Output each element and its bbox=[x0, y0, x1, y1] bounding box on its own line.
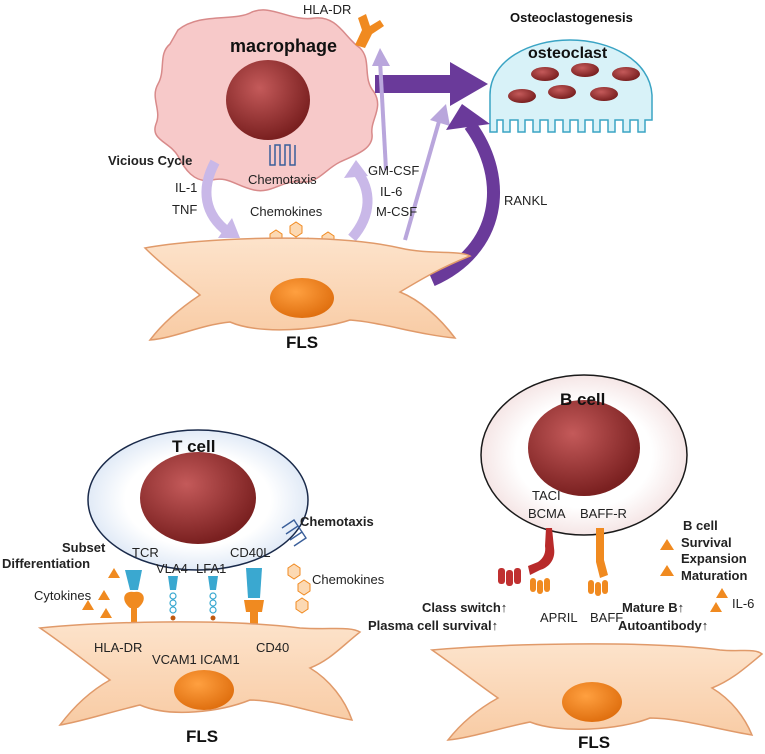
mcsf-label: M-CSF bbox=[376, 204, 417, 219]
survival-label: Survival bbox=[681, 535, 732, 550]
il6-label: IL-6 bbox=[380, 184, 402, 199]
tcell-cytokine-triangles bbox=[82, 568, 120, 618]
chemotaxis-label: Chemotaxis bbox=[248, 172, 317, 187]
icam1-label: ICAM1 bbox=[200, 652, 240, 667]
tcell-nucleus bbox=[140, 452, 256, 544]
maturation-label: Maturation bbox=[681, 568, 748, 583]
cd40l-label: CD40L bbox=[230, 545, 270, 560]
fls-bcell-label: FLS bbox=[578, 733, 610, 752]
rankl-arrow bbox=[429, 121, 500, 286]
hla-dr-receptor bbox=[355, 14, 384, 48]
plasma-label: Plasma cell survival↑ bbox=[368, 618, 498, 633]
right-arrow-head bbox=[344, 160, 368, 178]
baff-label: BAFF bbox=[590, 610, 623, 625]
tcell-chemokine-hexagons bbox=[287, 563, 311, 614]
vicious-cycle-label: Vicious Cycle bbox=[108, 153, 192, 168]
mature-b-label: Mature B↑ bbox=[622, 600, 684, 615]
osteoclast-nuclei bbox=[508, 63, 640, 103]
tcell-chemotaxis-label: Chemotaxis bbox=[300, 514, 374, 529]
vicious-cycle-left-arrow bbox=[201, 159, 232, 237]
baff-ligand-mid bbox=[588, 580, 608, 596]
rankl-arrow-head bbox=[446, 104, 490, 130]
chemokines-label: Chemokines bbox=[250, 204, 323, 219]
up-arrow-head-1 bbox=[372, 48, 390, 66]
fls-tcell-label: FLS bbox=[186, 727, 218, 746]
macrophage-label: macrophage bbox=[230, 36, 337, 56]
tcr-label: TCR bbox=[132, 545, 159, 560]
hla-dr-fls-label: HLA-DR bbox=[94, 640, 142, 655]
expansion-label: Expansion bbox=[681, 551, 747, 566]
vla4-label: VLA4 bbox=[156, 561, 188, 576]
tcell-panel: T cell TCR VLA4 LFA1 CD40L Chemotaxis Su… bbox=[2, 429, 385, 746]
tcell-title: T cell bbox=[172, 437, 215, 456]
il6-b-label: IL-6 bbox=[732, 596, 754, 611]
cytokines-label: Cytokines bbox=[34, 588, 92, 603]
lfa1-label: LFA1 bbox=[196, 561, 226, 576]
hla-dr-label: HLA-DR bbox=[303, 2, 351, 17]
osteoclast-cell bbox=[489, 39, 653, 133]
fls-tcell-nucleus bbox=[174, 670, 234, 710]
april-ligand-left bbox=[498, 568, 521, 586]
bcma-label: BCMA bbox=[528, 506, 566, 521]
cytokine-up-arrows bbox=[378, 59, 442, 241]
vicious-cycle-right-arrow bbox=[348, 166, 373, 242]
vcam1-label: VCAM1 bbox=[152, 652, 197, 667]
fls-top-label: FLS bbox=[286, 333, 318, 352]
autoantibody-label: Autoantibody↑ bbox=[618, 618, 708, 633]
cd40-label: CD40 bbox=[256, 640, 289, 655]
macrophage-nucleus bbox=[226, 60, 310, 140]
up-arrow-head-2 bbox=[430, 104, 450, 126]
taci-bcma-receptor bbox=[528, 528, 555, 575]
top-panel: macrophage HLA-DR Chemotaxis osteoclast … bbox=[108, 2, 653, 352]
cd40l-cd40-receptor bbox=[244, 568, 264, 634]
baffr-label: BAFF-R bbox=[580, 506, 627, 521]
tnf-label: TNF bbox=[172, 202, 197, 217]
chemotaxis-receptor-icon bbox=[269, 144, 296, 166]
osteoclastogenesis-arrow bbox=[375, 62, 488, 106]
tcell-chemokines-label: Chemokines bbox=[312, 572, 385, 587]
il1-label: IL-1 bbox=[175, 180, 197, 195]
gmcsf-label: GM-CSF bbox=[368, 163, 419, 178]
tcr-hla-receptor bbox=[124, 570, 144, 632]
class-switch-label: Class switch↑ bbox=[422, 600, 507, 615]
taci-label: TACI bbox=[532, 488, 561, 503]
bcell-nucleus bbox=[528, 400, 640, 496]
differentiation-label: Differentiation bbox=[2, 556, 90, 571]
rankl-label: RANKL bbox=[504, 193, 547, 208]
tcell-chemotaxis-receptor-icon bbox=[281, 519, 307, 547]
left-arrow-head bbox=[218, 218, 240, 238]
bcell-panel: B cell TACI BCMA BAFF-R bbox=[368, 374, 764, 752]
osteoclast-label: osteoclast bbox=[528, 45, 608, 62]
bcell-title: B cell bbox=[560, 390, 605, 409]
baff-ligand-left bbox=[530, 578, 550, 594]
osteoclastogenesis-label: Osteoclastogenesis bbox=[510, 10, 633, 25]
fls-bcell-nucleus bbox=[562, 682, 622, 722]
bcell-triangles bbox=[660, 539, 728, 612]
subset-label: Subset bbox=[62, 540, 106, 555]
april-label: APRIL bbox=[540, 610, 578, 625]
baffr-receptor bbox=[596, 528, 608, 578]
fls-top-nucleus bbox=[270, 278, 334, 318]
bcell-legend-title: B cell bbox=[683, 518, 718, 533]
